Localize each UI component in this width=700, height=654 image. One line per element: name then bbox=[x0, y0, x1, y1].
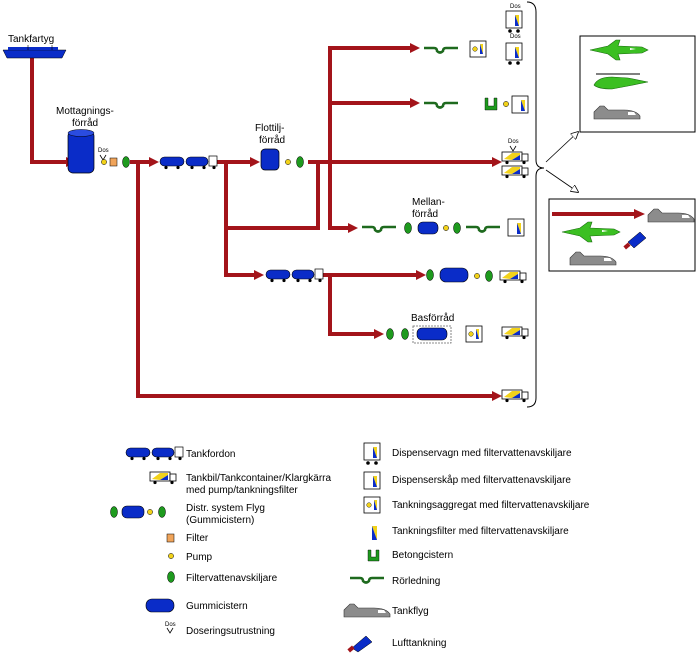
tankbil-icon bbox=[501, 389, 529, 403]
bracket bbox=[526, 1, 545, 408]
legend-betongcistern-label: Betongcistern bbox=[392, 550, 453, 561]
legend-pump-icon bbox=[168, 553, 174, 559]
filtervattenavskiljare-icon bbox=[296, 156, 304, 168]
tankbil-icon bbox=[501, 165, 529, 179]
tankningsaggregat-icon bbox=[469, 40, 487, 58]
dispenserskap-icon bbox=[511, 95, 529, 114]
legend-tankningsaggregat-label: Tankningsaggregat med filtervattenavskil… bbox=[392, 500, 590, 511]
legend-gummicistern-label: Gummicistern bbox=[186, 601, 248, 612]
legend-distr-filter-icon bbox=[110, 506, 118, 518]
gummicistern-icon bbox=[417, 221, 439, 235]
legend-lufttankning-label: Lufttankning bbox=[392, 638, 447, 649]
legend-tankbil-label-1: Tankbil/Tankcontainer/Klargkärra bbox=[186, 473, 332, 484]
dispenservagn-icon bbox=[505, 42, 523, 66]
legend-dispenservagn-label: Dispenservagn med filtervattenavskiljare bbox=[392, 448, 572, 459]
dosering-icon bbox=[509, 145, 517, 152]
legend-gummicistern-icon bbox=[145, 598, 175, 613]
legend-distr-label-1: Distr. system Flyg bbox=[186, 503, 265, 514]
dos-label-2: Dos bbox=[510, 4, 521, 10]
dos-label-1: Dos bbox=[98, 148, 109, 154]
legend-filter-icon bbox=[166, 533, 175, 543]
pump-icon bbox=[101, 159, 107, 165]
tankfartyg-ship bbox=[2, 45, 67, 59]
gummicistern-icon bbox=[439, 267, 469, 283]
tankfordon-icon bbox=[265, 268, 324, 283]
lufttankning-icon bbox=[623, 231, 647, 250]
legend-dispenserskap-label: Dispenserskåp med filtervattenavskiljare bbox=[392, 474, 571, 486]
filtervattenavskiljare-icon bbox=[426, 269, 434, 281]
rorledning-icon bbox=[422, 101, 460, 109]
dos-label-4: Dos bbox=[508, 139, 519, 145]
arrow-to-aircraft-top bbox=[545, 132, 578, 163]
tankfordon-icon bbox=[159, 155, 218, 170]
basforrad-label: Basförråd bbox=[411, 312, 454, 324]
tankningsaggregat-icon bbox=[465, 325, 483, 343]
filter-icon bbox=[109, 157, 118, 167]
helicopter-icon bbox=[593, 73, 649, 90]
betongcistern-icon bbox=[484, 97, 498, 111]
dos-label-3: Dos bbox=[510, 34, 521, 40]
legend-dispenservagn-icon bbox=[363, 442, 381, 466]
dosering-icon bbox=[99, 154, 107, 161]
supply-pipes bbox=[30, 43, 502, 401]
legend-betongcistern-icon bbox=[367, 549, 380, 562]
filtervattenavskiljare-icon bbox=[122, 156, 130, 168]
legend-tankbil-label-2: med pump/tankningsfilter bbox=[186, 485, 298, 496]
legend-filtervatten-icon bbox=[167, 571, 175, 583]
mellanforrad-label-1: Mellan- bbox=[412, 197, 445, 208]
legend-distr-tank-icon bbox=[121, 505, 145, 519]
rorledning-icon bbox=[464, 225, 502, 233]
pump-icon bbox=[474, 273, 480, 279]
legend-rorledning-icon bbox=[348, 576, 386, 584]
flottiljforrad-label-2: förråd bbox=[259, 134, 285, 146]
legend-tankflyg-icon bbox=[343, 603, 391, 618]
legend-tankbil-icon bbox=[149, 471, 177, 485]
legend-distr-label-2: (Gummicistern) bbox=[186, 515, 254, 526]
pump-icon bbox=[443, 225, 449, 231]
tankfartyg-label: Tankfartyg bbox=[8, 34, 54, 45]
legend-tankflyg-label: Tankflyg bbox=[392, 606, 429, 617]
flottiljforrad-label-1: Flottilj- bbox=[255, 123, 284, 134]
mellanforrad-label-2: förråd bbox=[412, 208, 438, 220]
mottagningsforrad-label-2: förråd bbox=[72, 117, 98, 129]
pump-icon bbox=[285, 159, 291, 165]
legend-filter-label: Filter bbox=[186, 533, 209, 544]
legend-filtervatten-label: Filtervattenavskiljare bbox=[186, 573, 278, 584]
legend-dispenserskap-icon bbox=[363, 471, 381, 490]
filtervattenavskiljare-icon bbox=[386, 328, 394, 340]
mottagningsforrad-label-1: Mottagnings- bbox=[56, 106, 114, 117]
legend-dosering-icon bbox=[166, 627, 174, 634]
tankbil-icon bbox=[501, 326, 529, 340]
filtervattenavskiljare-icon bbox=[404, 222, 412, 234]
filtervattenavskiljare-icon bbox=[401, 328, 409, 340]
filtervattenavskiljare-icon bbox=[485, 270, 493, 282]
mottagningsforrad-tank bbox=[67, 129, 95, 174]
tankbil-icon bbox=[499, 270, 527, 284]
pump-icon bbox=[503, 101, 509, 107]
rorledning-icon bbox=[422, 46, 460, 54]
legend-dosering-label: Doseringsutrustning bbox=[186, 626, 275, 637]
legend-dos-label: Dos bbox=[165, 622, 176, 628]
flottiljforrad-tank bbox=[260, 148, 280, 171]
legend-tankfordon-icon bbox=[125, 446, 184, 461]
filtervattenavskiljare-icon bbox=[453, 222, 461, 234]
legend-tankningsfilter-icon bbox=[372, 526, 377, 540]
legend-tankningsfilter-label: Tankningsfilter med filtervattenavskilja… bbox=[392, 526, 569, 537]
arrow-to-aircraft-bottom bbox=[545, 169, 578, 192]
legend-tankfordon-label: Tankfordon bbox=[186, 449, 235, 460]
legend-lufttankning-icon bbox=[347, 635, 373, 653]
rorledning-icon bbox=[360, 225, 398, 233]
legend-distr-pump-icon bbox=[147, 509, 153, 515]
legend-distr-filter-icon bbox=[158, 506, 166, 518]
legend-rorledning-label: Rörledning bbox=[392, 576, 440, 587]
dispenserskap-icon bbox=[507, 218, 525, 237]
legend-pump-label: Pump bbox=[186, 552, 213, 563]
basforrad-tank bbox=[412, 325, 452, 344]
dispenservagn-icon bbox=[505, 10, 523, 34]
tankbil-icon bbox=[501, 151, 529, 165]
legend-tankningsaggregat-icon bbox=[363, 496, 381, 514]
